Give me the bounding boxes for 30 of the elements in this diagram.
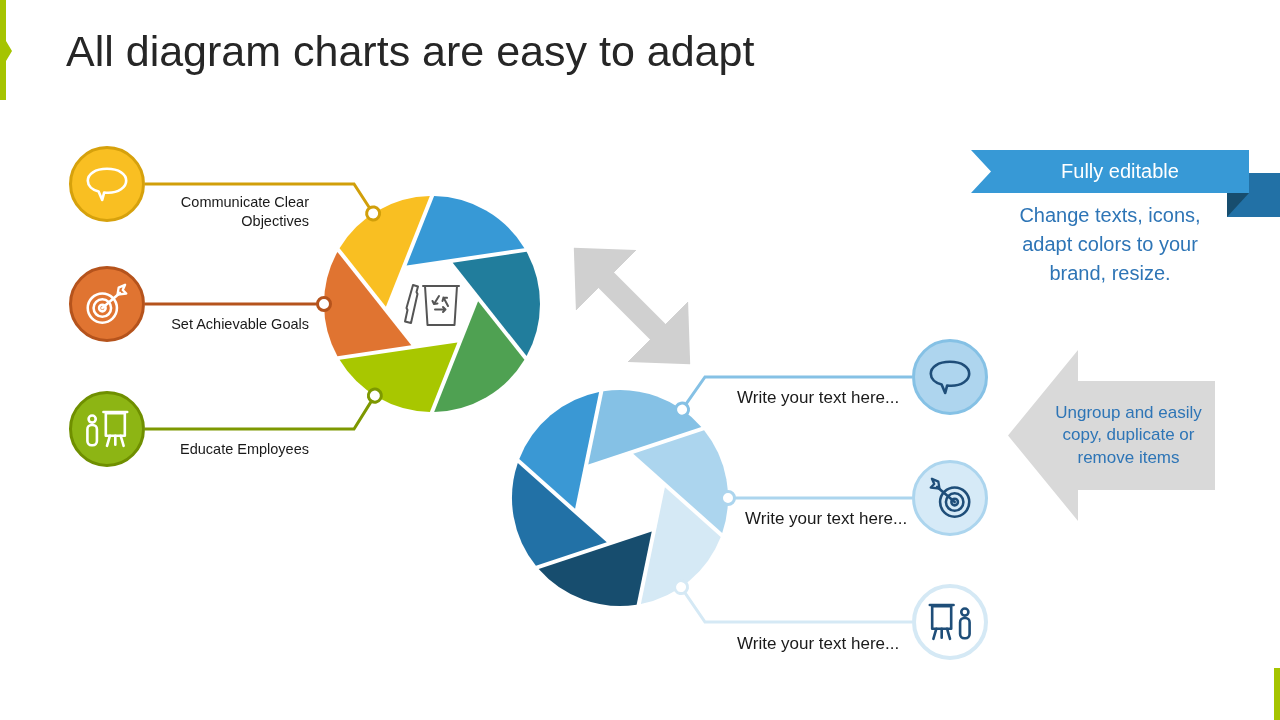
- aperture-blade: [633, 430, 728, 533]
- leader-line: [145, 387, 383, 431]
- aperture-blade: [538, 531, 652, 606]
- edge-label: Write your text here...: [745, 508, 908, 530]
- aperture-blade: [588, 390, 702, 465]
- aperture-blade: [339, 342, 458, 412]
- aperture-blade: [324, 251, 412, 357]
- edge-label: Write your text here...: [737, 633, 900, 655]
- description-text: Change texts, icons, adapt colors to your brand, resize.: [1018, 203, 1202, 286]
- double-arrow: [573, 247, 691, 365]
- aperture-blade: [434, 301, 525, 412]
- arrow-callout: Ungroup and easily copy, duplicate or remove items: [1008, 350, 1215, 521]
- ribbon-banner: Fully editable: [971, 150, 1249, 193]
- aperture-blade: [339, 196, 430, 307]
- aperture-blade: [512, 463, 607, 566]
- aperture-blade: [406, 196, 525, 266]
- aperture-blade: [640, 487, 721, 604]
- edge-label: Communicate Clear Objectives: [179, 193, 309, 231]
- leader-line: [673, 579, 912, 624]
- aperture-blade: [452, 251, 540, 357]
- edge-label: Write your text here...: [737, 387, 900, 409]
- slide-title: All diagram charts are easy to adapt: [66, 26, 755, 76]
- leader-line: [145, 182, 382, 222]
- edge-label: Educate Employees: [180, 440, 309, 459]
- leader-line: [720, 490, 912, 506]
- leader-line: [145, 296, 332, 312]
- aperture-blade: [519, 392, 600, 509]
- edge-label: Set Achievable Goals: [171, 315, 309, 334]
- recycle-bin-icon: [403, 281, 461, 327]
- leader-line: [674, 375, 912, 418]
